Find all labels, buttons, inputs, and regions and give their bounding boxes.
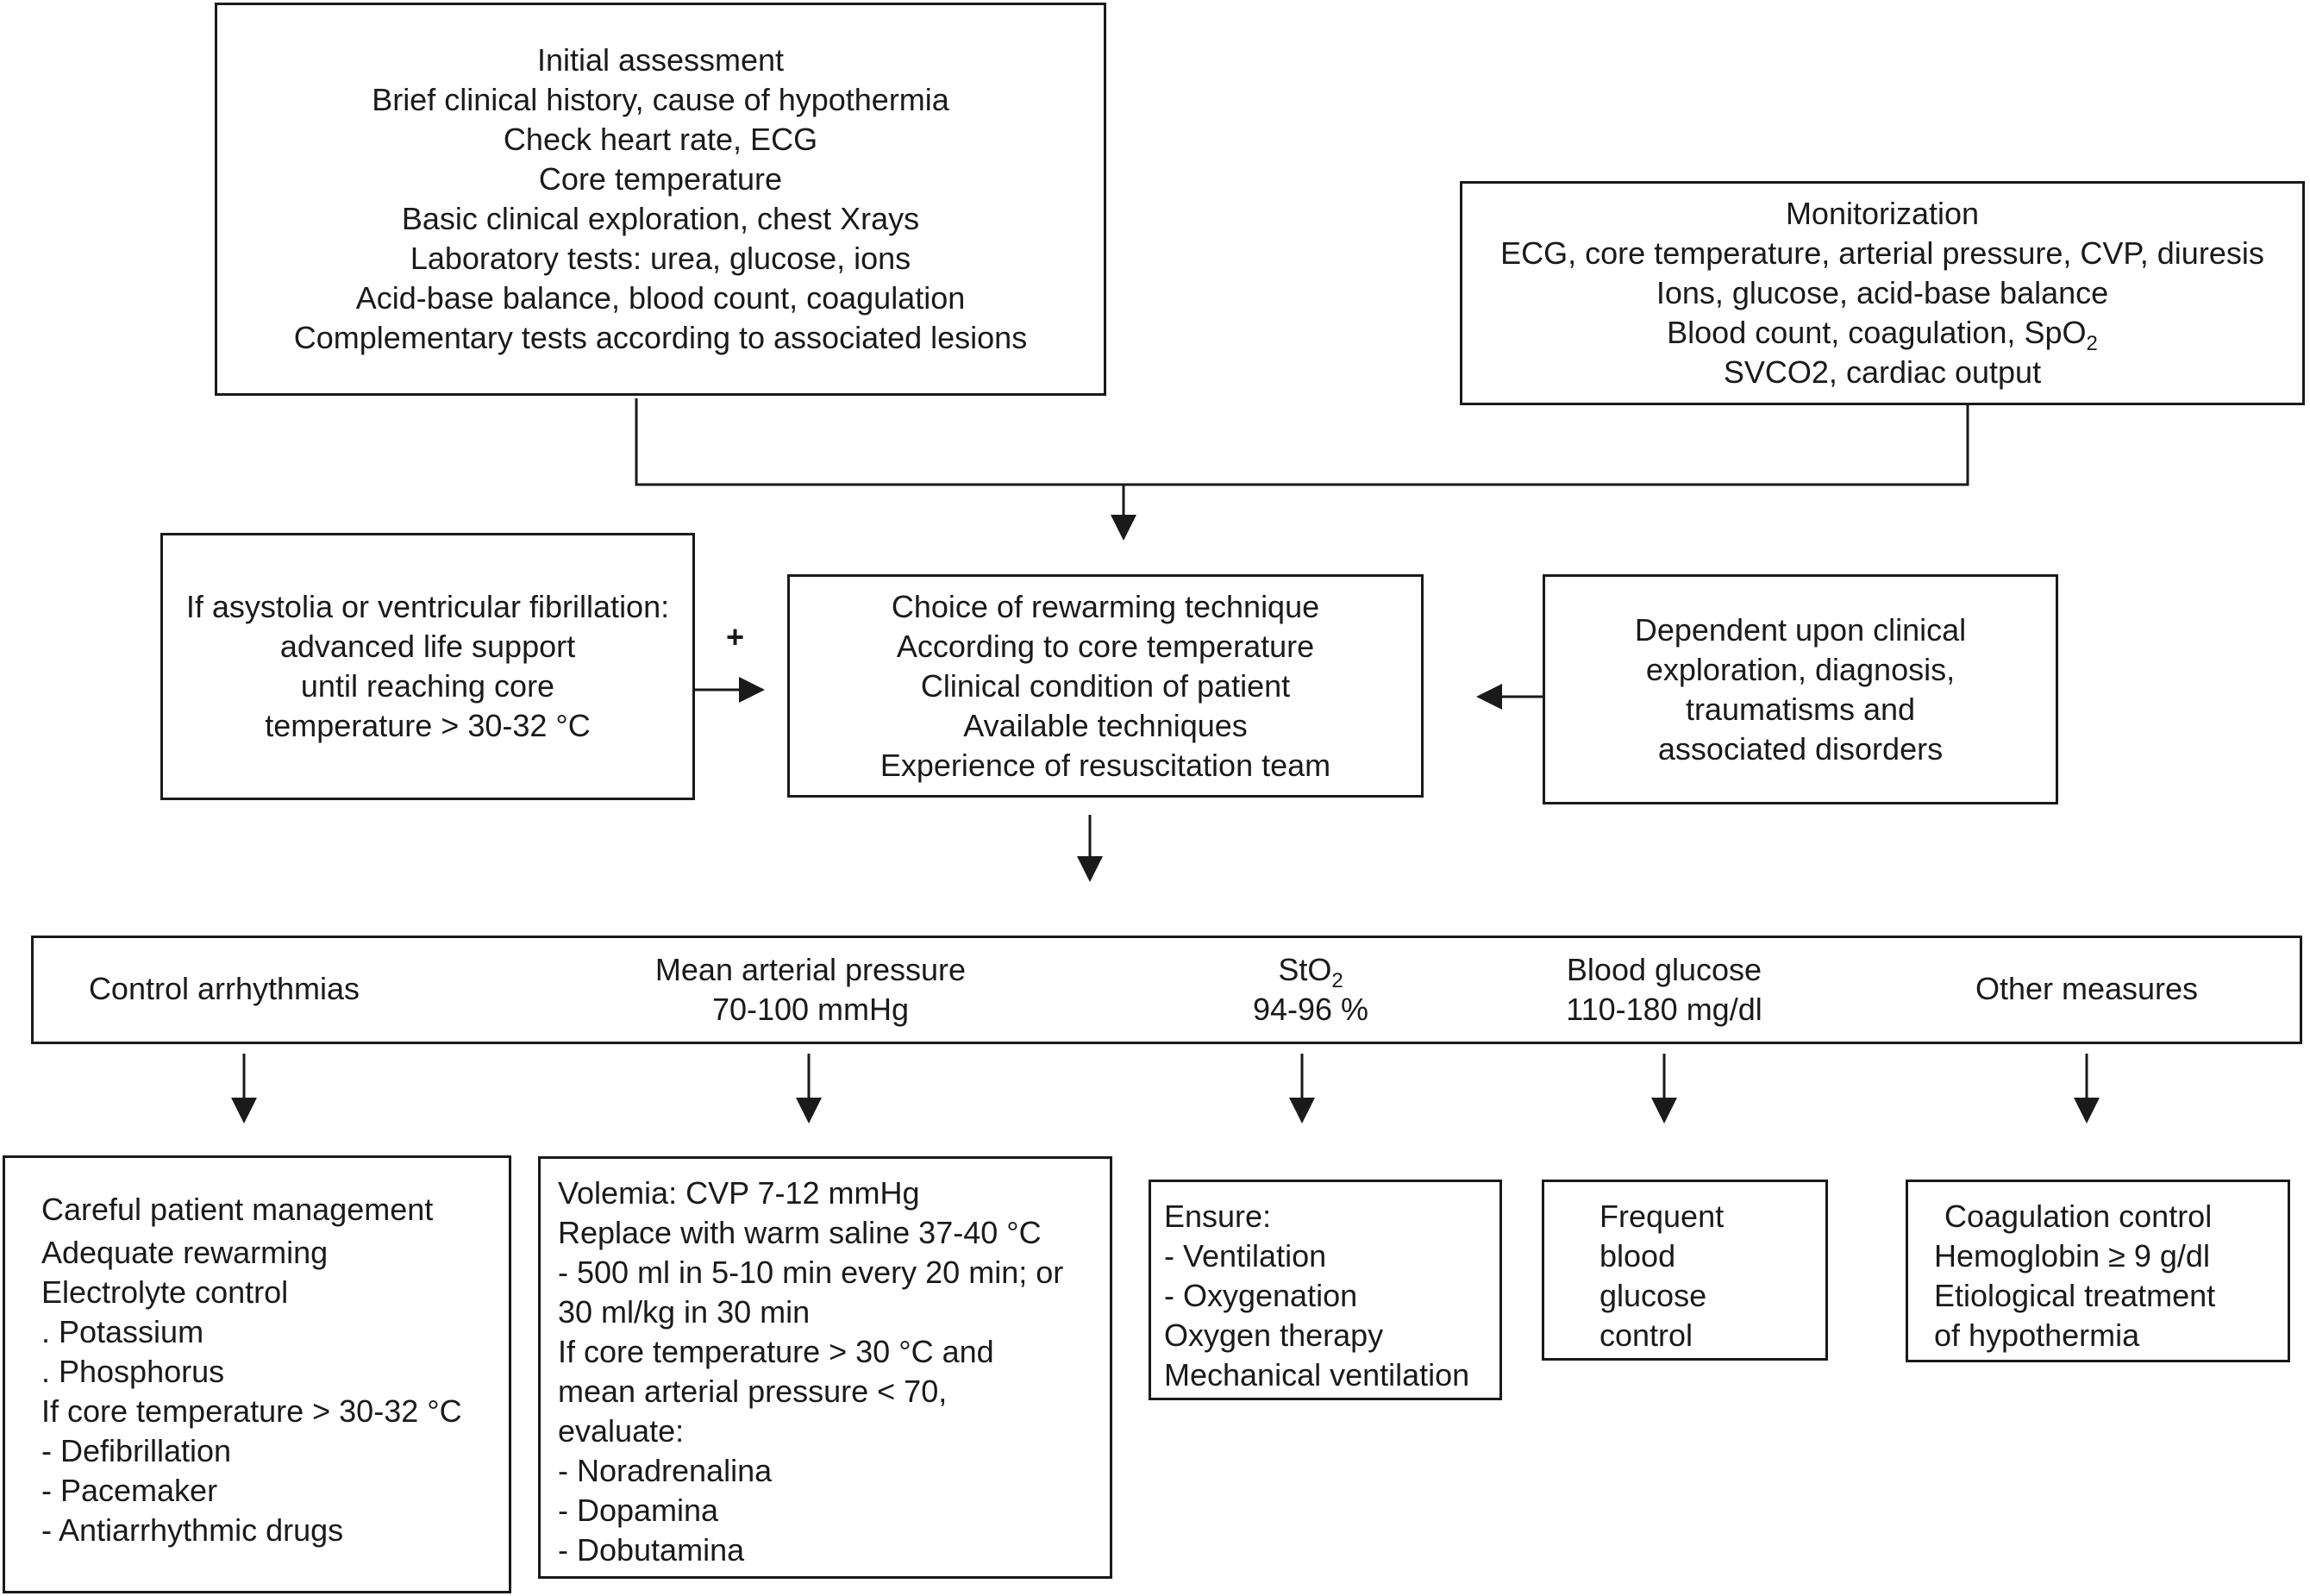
- target-map-title: Mean arterial pressure: [654, 952, 967, 987]
- monitorization-line: Blood count, coagulation, SpO2: [1667, 313, 2098, 356]
- volemia-line: evaluate:: [558, 1413, 685, 1449]
- glucose-control-line: control: [1599, 1317, 1693, 1353]
- rewarming-line: Choice of rewarming technique: [891, 588, 1320, 624]
- rewarming-box: Choice of rewarming technique According …: [787, 574, 1424, 798]
- initial-assessment-box: Initial assessment Brief clinical histor…: [215, 3, 1106, 396]
- coagulation-box: Coagulation control Hemoglobin ≥ 9 g/dl …: [1906, 1180, 2290, 1362]
- rewarming-line: Available techniques: [963, 707, 1248, 743]
- rewarming-line: Clinical condition of patient: [920, 667, 1291, 704]
- coagulation-line: Etiological treatment: [1934, 1278, 2216, 1313]
- initial-line: Laboratory tests: urea, glucose, ions: [410, 241, 911, 276]
- volemia-line: - Dobutamina: [558, 1532, 745, 1568]
- coagulation-line: Coagulation control: [1944, 1199, 2213, 1234]
- asystolia-line: advanced life support: [279, 629, 576, 664]
- target-other-label: Other measures: [1975, 971, 2199, 1006]
- dependent-box: Dependent upon clinical exploration, dia…: [1543, 574, 2058, 804]
- careful-line: - Defibrillation: [41, 1433, 232, 1468]
- coagulation-line: of hypothermia: [1934, 1317, 2140, 1353]
- initial-line: Initial assessment: [536, 42, 785, 78]
- merge-connector: [635, 398, 1969, 486]
- dependent-line: associated disorders: [1657, 730, 1944, 767]
- volemia-box: Volemia: CVP 7-12 mmHg Replace with warm…: [538, 1156, 1112, 1579]
- sto2-text: StO: [1278, 952, 1332, 987]
- spo2-text: Blood count, coagulation, SpO: [1667, 315, 2087, 350]
- careful-line: . Phosphorus: [41, 1354, 225, 1389]
- volemia-line: If core temperature > 30 °C and: [558, 1334, 994, 1369]
- plus-sign: +: [726, 619, 745, 654]
- target-arrhythmias-label: Control arrhythmias: [88, 971, 360, 1006]
- ensure-line: - Ventilation: [1164, 1238, 1327, 1274]
- careful-management-box: Careful patient management Adequate rewa…: [3, 1155, 511, 1593]
- ensure-line: - Oxygenation: [1164, 1278, 1358, 1313]
- target-map: Mean arterial pressure 70-100 mmHg: [621, 950, 1000, 1030]
- careful-line: Adequate rewarming: [41, 1235, 329, 1270]
- volemia-line: - Dopamina: [558, 1493, 719, 1528]
- careful-line: - Antiarrhythmic drugs: [41, 1512, 344, 1548]
- dependent-line: traumatisms and: [1685, 691, 1916, 727]
- volemia-line: 30 ml/kg in 30 min: [558, 1294, 811, 1330]
- target-sto2: StO2 94-96 %: [1190, 950, 1431, 1030]
- monitorization-line: ECG, core temperature, arterial pressure…: [1500, 235, 2264, 271]
- targets-box: [31, 936, 2302, 1044]
- rewarming-line: Experience of resuscitation team: [880, 747, 1331, 783]
- initial-line: Basic clinical exploration, chest Xrays: [401, 201, 920, 236]
- target-glucose-value: 110-180 mg/dl: [1566, 992, 1762, 1027]
- target-sto2-title: StO2: [1190, 950, 1431, 993]
- ensure-line: Mechanical ventilation: [1164, 1357, 1470, 1393]
- target-other: Other measures: [1931, 969, 2242, 1009]
- initial-line: Brief clinical history, cause of hypothe…: [372, 82, 949, 117]
- asystolia-line: temperature > 30-32 °C: [265, 708, 591, 743]
- careful-title: Careful patient management: [41, 1192, 434, 1227]
- monitorization-box: Monitorization ECG, core temperature, ar…: [1460, 181, 2305, 405]
- ensure-line: Oxygen therapy: [1164, 1317, 1384, 1353]
- initial-line: Check heart rate, ECG: [503, 122, 818, 157]
- target-arrhythmias: Control arrhythmias: [52, 969, 397, 1009]
- asystolia-line: If asystolia or ventricular fibrillation…: [185, 589, 670, 624]
- asystolia-box: If asystolia or ventricular fibrillation…: [160, 533, 695, 800]
- careful-line: Electrolyte control: [41, 1274, 289, 1310]
- glucose-control-line: blood: [1599, 1238, 1676, 1274]
- glucose-control-line: glucose: [1599, 1278, 1707, 1313]
- glucose-control-box: Frequent blood glucose control: [1542, 1180, 1828, 1361]
- target-map-value: 70-100 mmHg: [711, 992, 910, 1027]
- dependent-line: exploration, diagnosis,: [1645, 651, 1956, 687]
- careful-line: . Potassium: [41, 1314, 204, 1349]
- initial-line: Core temperature: [538, 161, 783, 197]
- volemia-line: Volemia: CVP 7-12 mmHg: [558, 1175, 920, 1211]
- volemia-line: Replace with warm saline 37-40 °C: [558, 1215, 1042, 1250]
- monitorization-line: SVCO2, cardiac output: [1723, 354, 2042, 390]
- monitorization-title: Monitorization: [1785, 196, 1980, 231]
- ensure-box: Ensure: - Ventilation - Oxygenation Oxyg…: [1149, 1180, 1502, 1400]
- monitorization-line: Ions, glucose, acid-base balance: [1656, 275, 2109, 310]
- careful-line: - Pacemaker: [41, 1473, 218, 1508]
- target-glucose-title: Blood glucose: [1566, 952, 1762, 987]
- volemia-line: - 500 ml in 5-10 min every 20 min; or: [558, 1255, 1064, 1290]
- initial-line: Acid-base balance, blood count, coagulat…: [355, 280, 966, 316]
- asystolia-line: until reaching core: [300, 668, 555, 704]
- rewarming-line: According to core temperature: [896, 628, 1315, 664]
- target-glucose: Blood glucose 110-180 mg/dl: [1518, 950, 1811, 1030]
- coagulation-line: Hemoglobin ≥ 9 g/dl: [1934, 1238, 2210, 1274]
- sto2-subscript: 2: [1331, 969, 1343, 993]
- spo2-subscript: 2: [2086, 332, 2098, 356]
- careful-line: If core temperature > 30-32 °C: [41, 1393, 462, 1429]
- volemia-line: mean arterial pressure < 70,: [558, 1374, 948, 1409]
- initial-line: Complementary tests according to associa…: [293, 320, 1028, 355]
- volemia-line: - Noradrenalina: [558, 1453, 773, 1488]
- glucose-control-line: Frequent: [1599, 1199, 1725, 1234]
- target-sto2-value: 94-96 %: [1252, 992, 1369, 1027]
- ensure-line: Ensure:: [1164, 1199, 1272, 1234]
- dependent-line: Dependent upon clinical: [1634, 611, 1967, 648]
